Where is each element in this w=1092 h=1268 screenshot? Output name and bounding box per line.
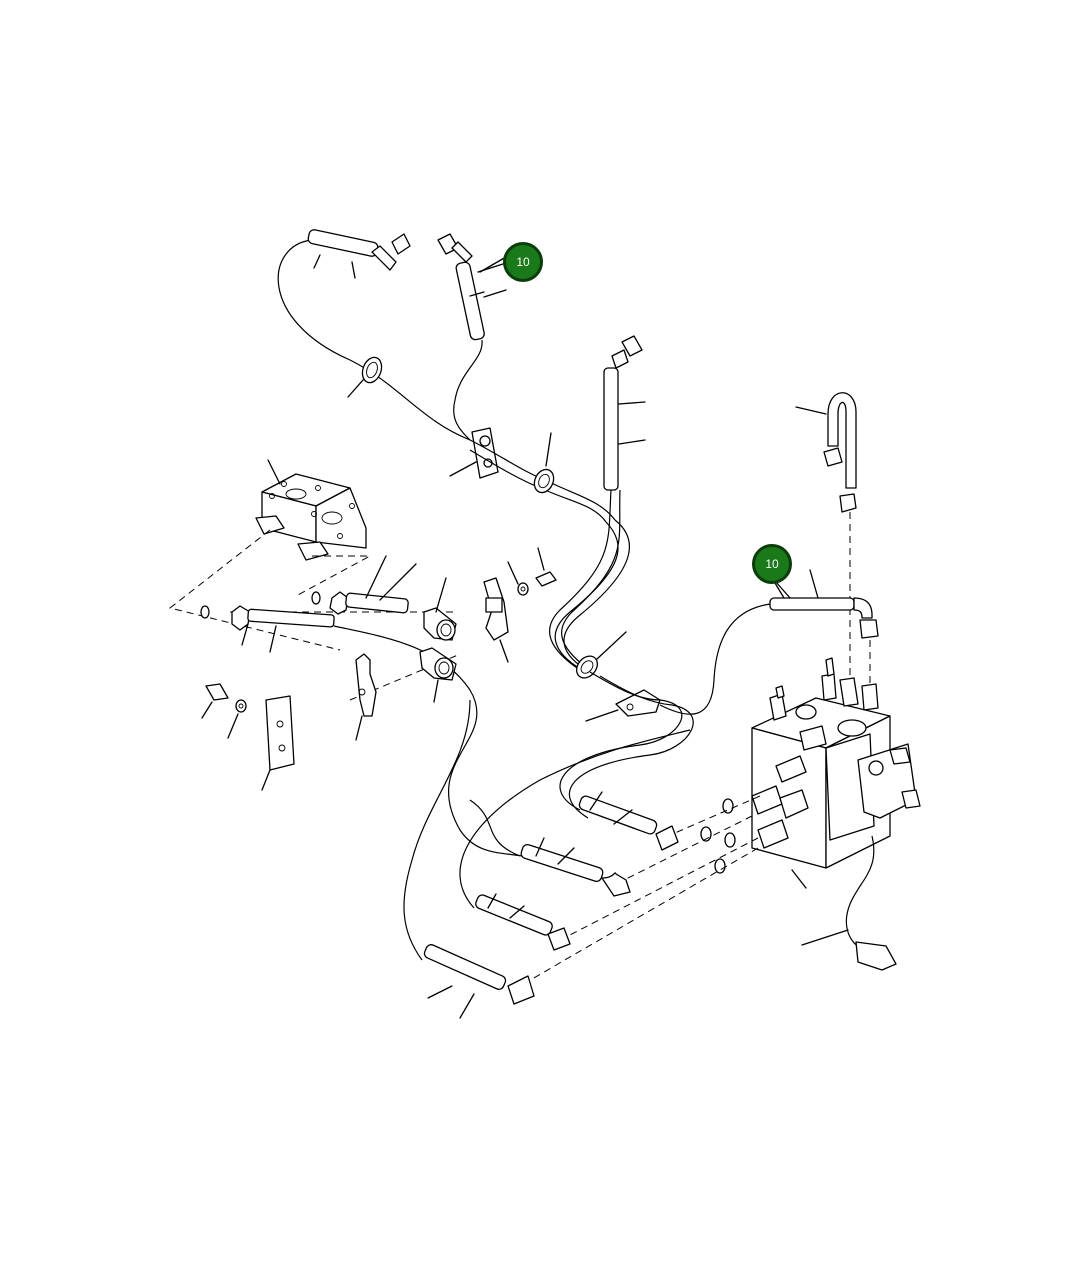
bracket-center bbox=[483, 577, 509, 663]
electrical-connector bbox=[801, 835, 897, 971]
manifold-block-left bbox=[255, 459, 367, 561]
hose-ring-2 bbox=[533, 432, 555, 494]
hose-ring-3 bbox=[576, 631, 627, 679]
valve-front-fittings bbox=[751, 755, 809, 849]
hose-lower-2 bbox=[520, 837, 631, 897]
hose-ring-1 bbox=[347, 356, 383, 398]
callout-marker-10-right[interactable]: 10 bbox=[752, 544, 792, 584]
dashed-leaders-right bbox=[519, 795, 761, 987]
clamp-bracket-top bbox=[449, 427, 616, 523]
clamp-mid bbox=[559, 671, 694, 819]
pipe-mid-left bbox=[329, 555, 417, 615]
coupler-2 bbox=[419, 647, 457, 703]
hook-bracket bbox=[355, 653, 377, 741]
hose-top-center bbox=[437, 233, 507, 441]
hose-top-left bbox=[277, 229, 471, 441]
o-rings-right bbox=[700, 798, 736, 874]
pipe-left bbox=[231, 605, 541, 861]
hose-lower-4 bbox=[403, 699, 535, 1019]
pipe-u-right bbox=[795, 392, 857, 680]
o-rings-left bbox=[200, 591, 321, 619]
washer-lower-left bbox=[227, 699, 247, 739]
hose-lower-1 bbox=[578, 791, 679, 851]
plate-lower-left bbox=[261, 695, 295, 791]
bolt-lower-left bbox=[201, 683, 229, 719]
hose-s-curves bbox=[554, 519, 630, 673]
bolt-washer-center bbox=[507, 547, 557, 596]
hose-vertical-center bbox=[549, 335, 646, 673]
coupler-1 bbox=[423, 577, 457, 641]
callout-leaders bbox=[477, 262, 785, 599]
hose-lower-3 bbox=[475, 893, 571, 951]
valve-top-fittings bbox=[769, 657, 879, 721]
callout-marker-10-top[interactable]: 10 bbox=[503, 242, 543, 282]
hose-mid-right bbox=[659, 569, 879, 715]
hose-return-curves bbox=[459, 729, 691, 909]
